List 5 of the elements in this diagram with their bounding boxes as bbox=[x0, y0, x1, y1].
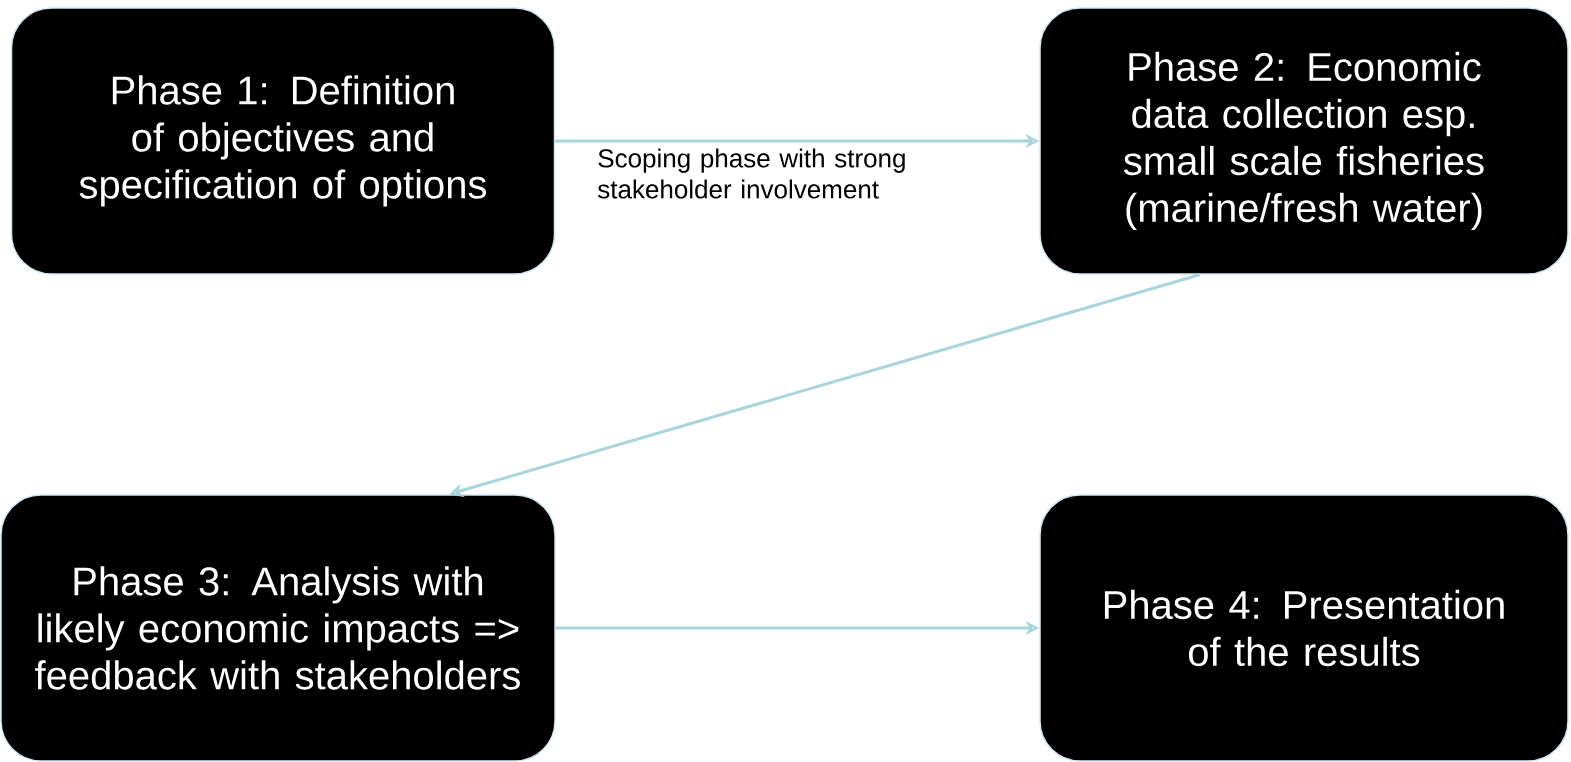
edge-label: Scoping phase with strong stakeholder involvement bbox=[598, 148, 905, 199]
process-box: Phase 4: Presentation of the results bbox=[1039, 494, 1569, 762]
process-box: Phase 3: Analysis with likely economic impacts => feedback with stakeholders bbox=[0, 494, 556, 762]
process-box: Phase 1: Definition of objectives and specification of options bbox=[10, 7, 556, 275]
process-box: Phase 2: Economic data collection esp. small scale fisheries (marine/fresh water) bbox=[1039, 7, 1569, 275]
